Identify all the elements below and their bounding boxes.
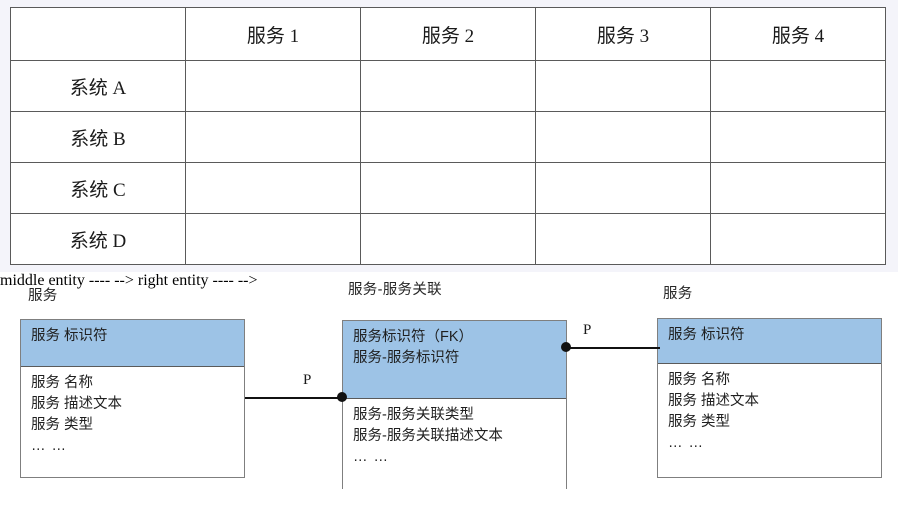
row-header-system-d: 系统 D [10,213,186,265]
entity-body-service-right: 服务 名称 服务 描述文本 服务 类型 … … [658,364,881,477]
entity-body-service-left: 服务 名称 服务 描述文本 服务 类型 … … [21,367,244,477]
table-row: 系统 B [10,111,886,163]
er-diagram-panel: 服务 服务 标识符 服务 名称 服务 描述文本 服务 类型 … … 服务-服务关… [0,272,898,508]
column-header-service-1: 服务 1 [185,7,361,61]
relationship-endpoint-dot-left [337,392,347,402]
relationship-line-right [566,347,660,349]
entity-title-service-right: 服务 [663,286,693,302]
relationship-line-left [245,397,345,399]
table-row: 系统 D [10,213,886,265]
key-attribute: 服务标识符（FK） [353,329,474,345]
matrix-corner-cell [10,7,186,61]
entity-title-service-service-association: 服务-服务关联 [348,282,442,298]
matrix-cell[interactable] [535,111,711,163]
attribute: 服务 名称 [31,375,94,391]
matrix-cell[interactable] [185,162,361,214]
attribute: 服务 描述文本 [31,396,123,412]
entity-box-service-right[interactable]: 服务 标识符 服务 名称 服务 描述文本 服务 类型 … … [657,318,882,478]
attribute: 服务-服务关联描述文本 [353,428,503,444]
entity-box-service-left[interactable]: 服务 标识符 服务 名称 服务 描述文本 服务 类型 … … [20,319,245,478]
attribute-ellipsis: … … [31,438,68,454]
column-header-service-3: 服务 3 [535,7,711,61]
attribute-ellipsis: … … [353,449,390,465]
entity-header-service-right: 服务 标识符 [658,319,881,364]
matrix-cell[interactable] [360,60,536,112]
entity-body-service-service-association: 服务-服务关联类型 服务-服务关联描述文本 … … [343,399,566,490]
row-header-system-c: 系统 C [10,162,186,214]
table-row: 系统 A [10,60,886,112]
service-system-matrix-panel: 服务 1 服务 2 服务 3 服务 4 系统 A 系统 B 系统 C [10,7,886,265]
matrix-cell[interactable] [360,213,536,265]
service-system-matrix-table: 服务 1 服务 2 服务 3 服务 4 系统 A 系统 B 系统 C [10,7,886,265]
entity-box-service-service-association[interactable]: 服务标识符（FK） 服务-服务标识符 服务-服务关联类型 服务-服务关联描述文本… [342,320,567,490]
matrix-cell[interactable] [710,60,886,112]
attribute-ellipsis: … … [668,435,705,451]
attribute: 服务-服务关联类型 [353,407,474,423]
matrix-cell[interactable] [710,162,886,214]
entity-header-service-service-association: 服务标识符（FK） 服务-服务标识符 [343,321,566,399]
cardinality-label-left: P [303,372,312,388]
row-header-system-a: 系统 A [10,60,186,112]
matrix-cell[interactable] [360,111,536,163]
matrix-cell[interactable] [535,60,711,112]
matrix-cell[interactable] [710,111,886,163]
matrix-cell[interactable] [535,213,711,265]
table-row: 系统 C [10,162,886,214]
cardinality-label-right: P [583,322,592,338]
attribute: 服务 名称 [668,372,731,388]
matrix-cell[interactable] [185,111,361,163]
column-header-service-2: 服务 2 [360,7,536,61]
matrix-cell[interactable] [185,60,361,112]
attribute: 服务 描述文本 [668,393,760,409]
entity-header-service-left: 服务 标识符 [21,320,244,367]
key-attribute: 服务 标识符 [668,327,745,343]
matrix-cell[interactable] [360,162,536,214]
column-header-service-4: 服务 4 [710,7,886,61]
attribute: 服务 类型 [31,417,94,433]
row-header-system-b: 系统 B [10,111,186,163]
entity-title-service-left: 服务 [28,288,58,304]
table-header-row: 服务 1 服务 2 服务 3 服务 4 [10,7,886,61]
matrix-cell[interactable] [535,162,711,214]
attribute: 服务 类型 [668,414,731,430]
matrix-cell[interactable] [710,213,886,265]
key-attribute: 服务-服务标识符 [353,350,460,366]
relationship-endpoint-dot-right [561,342,571,352]
matrix-cell[interactable] [185,213,361,265]
key-attribute: 服务 标识符 [31,328,108,344]
